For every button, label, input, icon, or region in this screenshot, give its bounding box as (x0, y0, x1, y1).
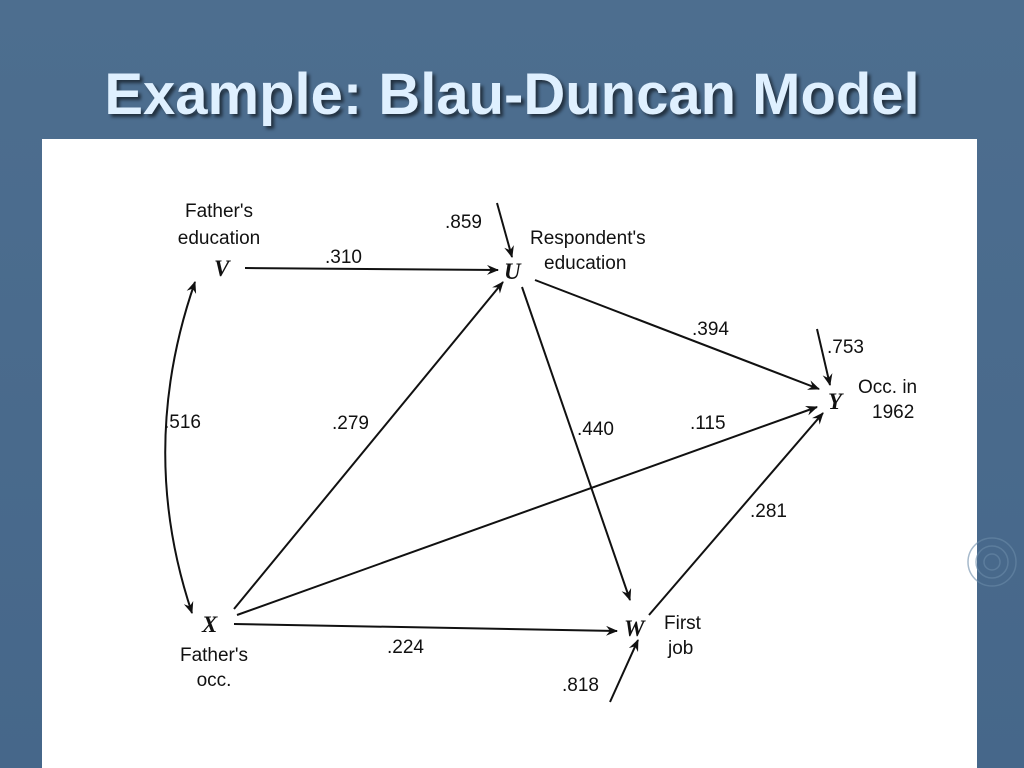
arrow-u-to-y (534, 279, 820, 390)
node-y-label-line1: Occ. in (858, 377, 917, 398)
node-v-label-line1: Father's (185, 201, 253, 222)
coef-v-x: .516 (164, 412, 201, 433)
arrow-v-x-correlation (164, 281, 197, 614)
coef-u-w: .440 (577, 419, 614, 440)
node-v-symbol: V (214, 256, 231, 281)
arrow-x-to-u (233, 281, 504, 610)
arrow-w-to-y (648, 412, 824, 616)
arrow-u-to-w (521, 286, 632, 601)
residual-w: .818 (562, 675, 599, 696)
arrow-x-to-w (233, 623, 618, 636)
node-x-symbol: X (201, 612, 218, 637)
residual-arrow-y (816, 328, 833, 386)
node-u-label-line2: education (544, 253, 626, 274)
slide-title: Example: Blau-Duncan Model (104, 62, 920, 127)
node-u-symbol: U (504, 259, 522, 284)
residual-y: .753 (827, 337, 864, 358)
coef-x-u: .279 (332, 413, 369, 434)
node-y-symbol: Y (828, 389, 844, 414)
residual-arrow-u (496, 202, 514, 258)
node-y-label-line2: 1962 (872, 402, 914, 423)
coef-x-w: .224 (387, 637, 424, 658)
residual-arrow-w (609, 639, 639, 703)
node-w-label-line2: job (667, 638, 693, 659)
node-w-label-line1: First (664, 613, 702, 634)
coef-v-u: .310 (325, 247, 362, 268)
node-u-label-line1: Respondent's (530, 228, 646, 249)
node-x-label-line1: Father's (180, 645, 248, 666)
arrow-v-to-u (244, 264, 499, 275)
node-x-label-line2: occ. (197, 670, 232, 691)
decorative-swirl (967, 537, 1017, 587)
coef-u-y: .394 (692, 319, 729, 340)
node-w-symbol: W (624, 616, 646, 641)
coef-x-y: .115 (690, 413, 726, 434)
coef-w-y: .281 (750, 501, 787, 522)
arrow-x-to-y (236, 406, 818, 616)
residual-u: .859 (445, 212, 482, 233)
path-diagram-figure: V U Y X W Father's education Respondent'… (42, 139, 977, 768)
path-diagram: V U Y X W Father's education Respondent'… (164, 201, 917, 703)
node-v-label-line2: education (178, 228, 260, 249)
